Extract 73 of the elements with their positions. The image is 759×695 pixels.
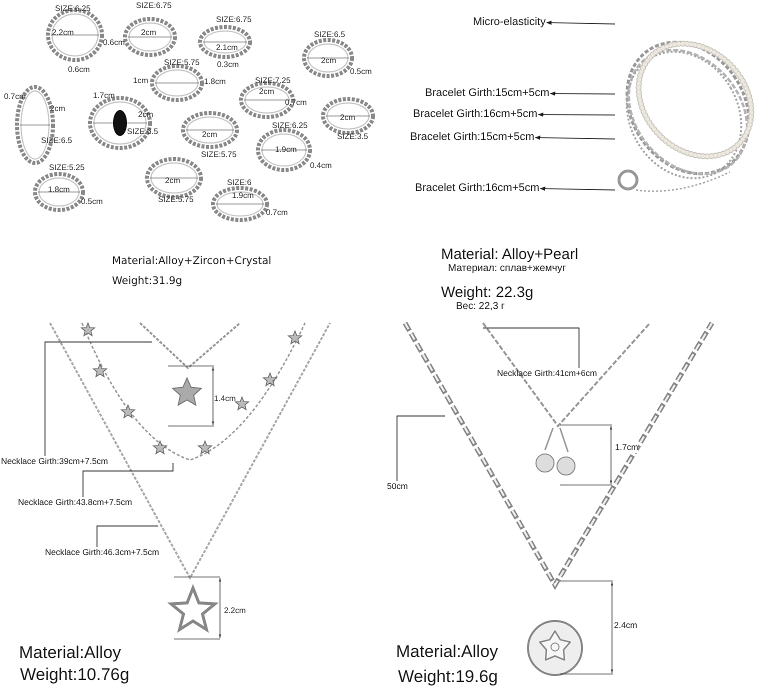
dimension-label: 2cm xyxy=(259,87,274,96)
weight-text: Weight:19.6g xyxy=(398,667,498,687)
size-label: SIZE:3.5 xyxy=(337,132,368,142)
size-label: SIZE:6.5 xyxy=(127,127,158,136)
weight-text: Weight: 22.3g xyxy=(441,284,534,302)
material-text: Material: Alloy+Pearl xyxy=(441,246,578,264)
dimension-label: 2cm xyxy=(202,130,218,140)
size-label: SIZE:7.25 xyxy=(255,76,291,86)
dimension-label: 2cm xyxy=(165,176,180,186)
dimension-label: 0.3cm xyxy=(217,60,239,70)
dimension-label: 1.7cm xyxy=(93,91,115,100)
dimension-label: 0.6cm xyxy=(103,38,125,48)
material-text: Material:Alloy xyxy=(396,642,498,662)
dimension-label: 2.4cm xyxy=(614,621,638,631)
leader-arrow xyxy=(534,136,616,140)
size-label: SIZE:6.5 xyxy=(314,30,346,40)
weight-text: Weight:31.9g xyxy=(112,275,182,288)
girth-label: Bracelet Girth:15cm+5cm xyxy=(425,87,550,100)
weight-text: Weight:10.76g xyxy=(20,665,130,685)
size-label: SIZE:5.75 xyxy=(201,150,237,160)
dimension-label: 0.5cm xyxy=(81,197,103,206)
leader-arrow xyxy=(538,112,616,117)
girth-label: 50cm xyxy=(387,481,408,492)
dimension-label: 1.9cm xyxy=(232,191,254,200)
material-text: Material:Alloy xyxy=(19,643,122,663)
leader-line xyxy=(96,526,158,548)
size-label: SIZE:6.25 xyxy=(55,4,91,14)
dimension-label: 0.7cm xyxy=(285,98,307,108)
size-label: SIZE:5.75 xyxy=(158,195,194,204)
leader-arrow xyxy=(546,20,616,25)
dimension-label: 2.2cm xyxy=(224,606,246,616)
girth-label: Bracelet Girth:15cm+5cm xyxy=(410,131,534,144)
girth-label: Bracelet Girth:16cm+5cm xyxy=(413,108,538,122)
girth-label: Bracelet Girth:16cm+5cm xyxy=(415,182,540,196)
girth-label: Necklace Girth:41cm+6cm xyxy=(497,368,597,378)
leader-line xyxy=(82,462,174,498)
leader-arrow xyxy=(540,186,616,191)
leader-line xyxy=(44,342,152,456)
dimension-label: 2cm xyxy=(50,104,66,114)
dimension-label: 2cm xyxy=(138,110,154,120)
dimension-label: 1.8cm xyxy=(204,77,226,86)
dimension-label: 1.7cm xyxy=(615,443,638,453)
size-label: SIZE:5.75 xyxy=(164,58,200,68)
dimension-label: 0.5cm xyxy=(350,67,372,76)
leader-line xyxy=(482,328,580,368)
size-label: SIZE:6.25 xyxy=(272,121,308,130)
dimension-label: 0.6cm xyxy=(68,65,90,74)
dimension-label: 1.4cm xyxy=(214,394,236,404)
material-text: Материал: сплав+жемчуг xyxy=(448,263,566,274)
dimension-label: 0.7cm xyxy=(4,92,26,102)
dimension-label: 2cm xyxy=(340,113,356,122)
leader-arrow xyxy=(550,91,616,96)
girth-label: Necklace Girth:46.3cm+7.5cm xyxy=(45,547,160,558)
dimension-label: 0.4cm xyxy=(310,161,332,170)
size-label: SIZE:6 xyxy=(227,178,252,188)
leader-line xyxy=(396,416,446,482)
dimension-label: 2cm xyxy=(141,28,156,38)
weight-text: Вес: 22,3 г xyxy=(456,301,505,312)
dimension-label: 2.2cm xyxy=(52,28,74,38)
dimension-label: 2cm xyxy=(321,56,336,66)
size-label: SIZE:6.75 xyxy=(136,1,172,10)
dimension-label: 0.7cm xyxy=(266,208,288,218)
girth-label: Micro-elasticity xyxy=(473,16,546,30)
dimension-label: 2.1cm xyxy=(216,43,238,52)
size-label: SIZE:5.25 xyxy=(49,163,85,172)
dimension-label: 1.8cm xyxy=(48,185,70,194)
girth-label: Necklace Girth:43.8cm+7.5cm xyxy=(18,497,132,508)
size-label: SIZE:6.5 xyxy=(41,136,72,146)
girth-label: Necklace Girth:39cm+7.5cm xyxy=(1,456,108,466)
material-text: Material:Alloy+Zircon+Crystal xyxy=(112,255,272,268)
dimension-label: 1cm xyxy=(133,76,148,86)
dimension-label: 1.9cm xyxy=(275,145,297,154)
size-label: SIZE:6.75 xyxy=(216,15,252,24)
